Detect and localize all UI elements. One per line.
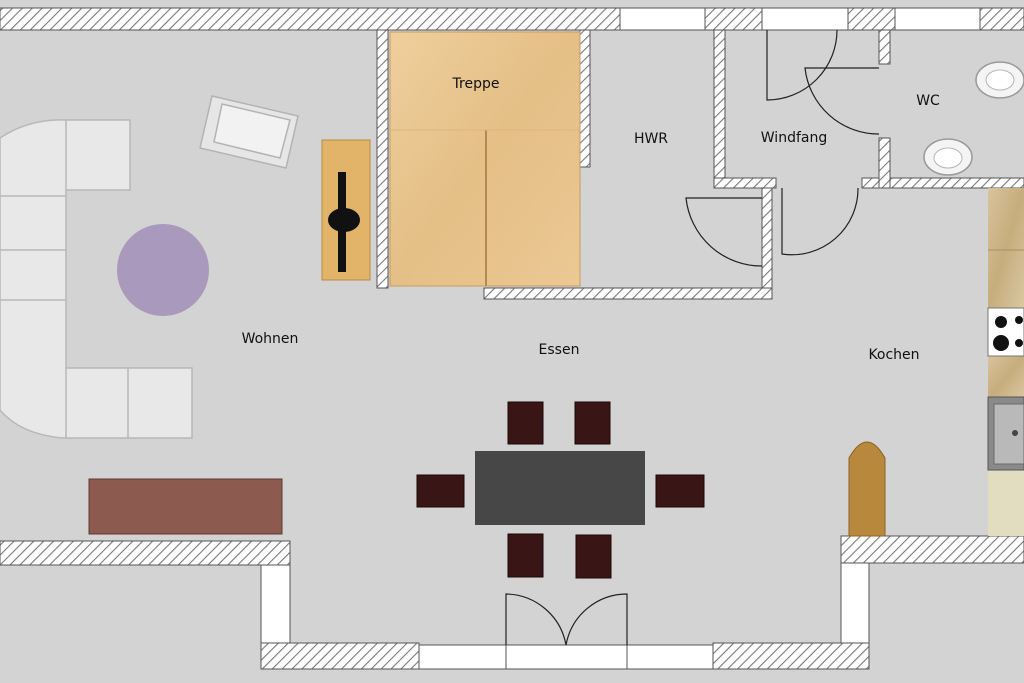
- dining-chairs: [416, 401, 705, 579]
- tv-icon: [321, 139, 371, 281]
- bar-stool: [848, 441, 886, 537]
- windows: [418, 7, 981, 670]
- kitchen-sink-icon: [987, 396, 1024, 471]
- room-label-treppe: Treppe: [452, 76, 500, 92]
- room-label-hwr: HWR: [634, 131, 668, 147]
- sectional-sofa-icon: [0, 119, 193, 439]
- room-label-kochen: Kochen: [868, 347, 919, 363]
- kitchen-counter: [988, 188, 1024, 536]
- doors: [505, 29, 880, 646]
- staircase: [389, 31, 581, 287]
- dining-table: [475, 451, 645, 525]
- wash-basin-icon: [923, 138, 973, 176]
- room-label-wohnen: Wohnen: [242, 331, 299, 347]
- sideboard: [88, 478, 283, 535]
- room-label-windfang: Windfang: [761, 130, 827, 146]
- room-label-wc: WC: [916, 93, 940, 109]
- walls: [0, 7, 1024, 670]
- round-rug: [117, 224, 209, 316]
- room-label-essen: Essen: [539, 342, 580, 358]
- stove-icon: [987, 307, 1024, 357]
- toilet-icon: [975, 61, 1024, 99]
- armchair-icon: [199, 95, 299, 169]
